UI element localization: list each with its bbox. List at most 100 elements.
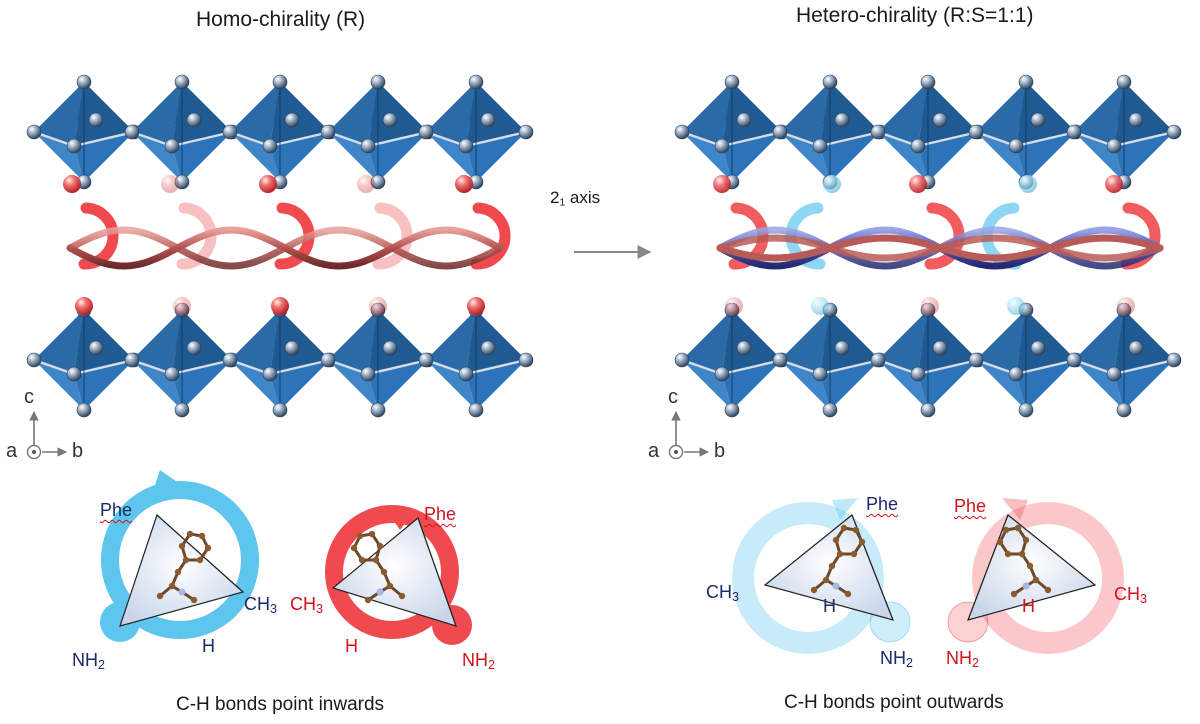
atom [1128,112,1144,128]
atom [968,352,984,368]
atom [870,352,886,368]
atom [1018,74,1034,90]
atom [222,352,238,368]
helix-strand [66,226,504,270]
n-atom [823,175,841,193]
caption-homo: C-H bonds point inwards [176,694,385,715]
atom [968,124,984,140]
n-atom [467,297,485,315]
atom [724,74,740,90]
label-h-hetero-r: H [1022,596,1035,616]
atom [174,402,190,418]
atom [1116,402,1132,418]
n-atom [1007,297,1025,315]
phe-molecule [810,524,866,598]
atom [76,402,92,418]
atom [518,352,534,368]
atom [1008,366,1024,382]
chiral-arc [176,202,217,270]
atom [124,352,140,368]
atom [736,340,752,356]
atom [674,352,690,368]
octahedra-layers-hetero [674,74,1182,418]
panel-title-homo: Homo-chirality (R) [196,8,366,31]
axis-label-c-left: c [24,386,34,408]
n-atom [1019,175,1037,193]
atom [66,366,82,382]
phenyl-molecules [156,524,1052,604]
atom [26,124,42,140]
n-atom [369,297,387,315]
label-nh2-homo-r: NH2 [462,650,496,673]
atom [468,74,484,90]
atom [320,124,336,140]
atom [932,340,948,356]
atom [418,124,434,140]
octahedron [1066,302,1182,418]
n-atom [455,175,473,193]
label-nh2-homo-s: NH2 [72,650,106,673]
octahedron [674,302,790,418]
octahedron [222,302,338,418]
octahedron [124,302,240,418]
n-atom [63,175,81,193]
atom [66,138,82,154]
atom [382,112,398,128]
n-atom [271,297,289,315]
octahedron [968,74,1084,190]
octahedron [418,302,534,418]
atom [1066,352,1082,368]
phe-molecule [156,530,212,604]
label-nh2-hetero-s: NH2 [880,648,914,671]
atom [360,138,376,154]
n-atom [725,297,743,315]
atom [360,366,376,382]
axis-label-c-right: c [668,386,678,408]
atom [1030,340,1046,356]
axis-label-b-right: b [714,440,726,462]
chiral-cations-hetero [713,175,1164,315]
atom [714,138,730,154]
octahedron [870,302,986,418]
label-ch3-homo-s: CH3 [244,594,278,617]
n-atom [75,297,93,315]
octahedron [772,302,888,418]
n-atom [1105,175,1123,193]
octahedron [870,74,986,190]
atom [1166,352,1182,368]
atom [1106,138,1122,154]
octahedron [320,302,436,418]
atom [480,340,496,356]
octahedron [1066,74,1182,190]
label-phe-hetero-s: Phe [866,494,899,514]
atom [222,124,238,140]
axis-label-a-right: a [648,440,660,462]
atom [674,124,690,140]
label-phe-hetero-r: Phe [954,496,987,516]
octahedron [320,74,436,190]
octahedron [124,74,240,190]
n-atom [259,175,277,193]
atom [518,124,534,140]
atom [174,74,190,90]
n-atom [1117,297,1135,315]
atom [834,340,850,356]
label-ch3-hetero-r: CH3 [1114,584,1148,607]
atom [772,352,788,368]
molecule-inset-hetero-s [732,498,911,654]
octahedron [26,74,142,190]
atom [870,124,886,140]
atom [164,138,180,154]
atom [458,138,474,154]
atom [1008,138,1024,154]
atom [124,124,140,140]
axis-indicator-right [668,411,709,460]
atom [284,112,300,128]
atom [186,112,202,128]
atom [480,112,496,128]
octahedron [418,74,534,190]
octahedron [222,74,338,190]
atom [822,74,838,90]
n-atom [921,297,939,315]
